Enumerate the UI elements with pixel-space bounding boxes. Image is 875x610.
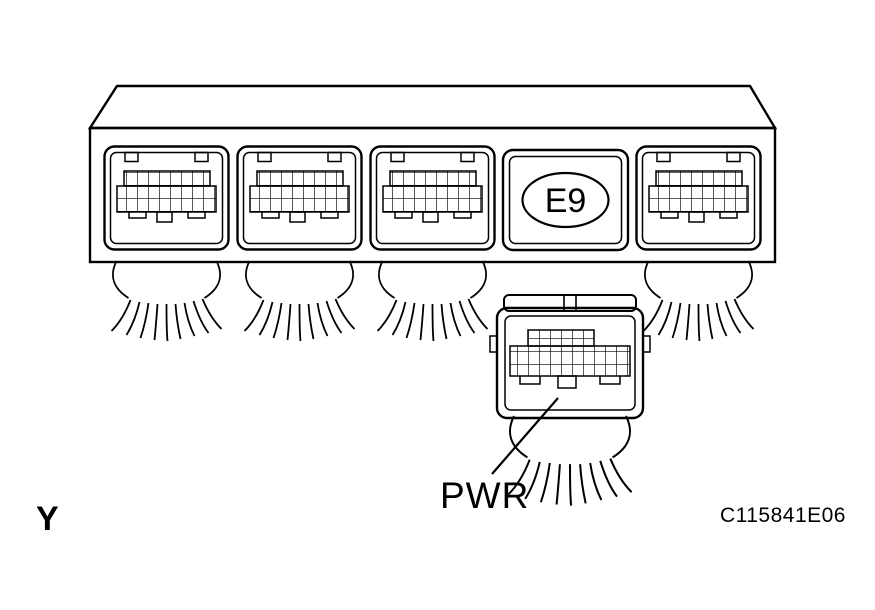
- figure-code: C115841E06: [720, 504, 846, 527]
- view-label: Y: [36, 500, 59, 538]
- wire-harness-a: [110, 260, 223, 342]
- e9-panel: E9: [501, 148, 630, 252]
- pwr-pin-grid: [509, 345, 631, 377]
- ecu-box-front-face: [88, 126, 777, 264]
- pwr-body-outline: [495, 306, 645, 420]
- connector-socket-d: [635, 145, 762, 251]
- e9-label: E9: [545, 182, 587, 220]
- pwr-side-tab-left: [489, 335, 498, 353]
- e9-panel-inner: [508, 155, 623, 245]
- pwr-label: PWR: [440, 475, 529, 516]
- pwr-key-notch: [557, 375, 577, 389]
- e9-ellipse: [521, 171, 610, 229]
- pwr-side-tab-right: [642, 335, 651, 353]
- pwr-connector: [489, 294, 651, 420]
- ecu-box-top-face: [87, 84, 778, 130]
- e9-panel-outline: [501, 148, 630, 252]
- connector-socket-b: [236, 145, 363, 251]
- wire-harness-b: [243, 260, 356, 342]
- ecu-box: [87, 84, 778, 264]
- connector-socket-c: [369, 145, 496, 251]
- pwr-body-inner: [504, 315, 636, 411]
- pwr-feet: [519, 376, 621, 385]
- connector-socket-a: [103, 145, 230, 251]
- pwr-pin-row-top: [527, 329, 595, 347]
- wire-harness-c: [376, 260, 489, 342]
- pwr-latch-slot: [563, 294, 577, 312]
- pwr-leader-line: [491, 397, 559, 475]
- wire-harness-d: [642, 260, 755, 342]
